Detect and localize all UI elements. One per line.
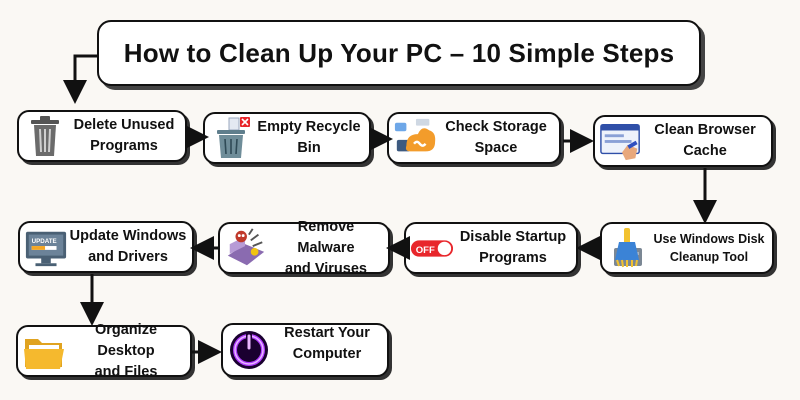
step-remove-malware-and-viruses: Remove Malware and Viruses <box>218 219 390 277</box>
step-label: Update Windows and Drivers <box>69 228 187 265</box>
step-label: Restart Your Computer <box>284 325 370 362</box>
step-restart-your-computer: Restart Your Computer <box>221 323 389 377</box>
step-use-windows-disk-cleanup-tool: Use Windows Disk Cleanup Tool <box>600 222 774 274</box>
step-label: Delete Unused Programs <box>73 117 175 154</box>
browser-cleaning-icon <box>599 119 643 163</box>
page-title: How to Clean Up Your PC – 10 Simple Step… <box>123 37 675 68</box>
disk-cleanup-brush-icon <box>606 226 650 270</box>
folder-icon <box>22 329 66 373</box>
step-label: Disable Startup Programs <box>459 229 567 266</box>
step-disable-startup-programs: OFF Disable Startup Programs <box>404 222 578 274</box>
update-monitor-icon: UPDATE <box>24 225 68 269</box>
recycle-bin-icon <box>209 116 253 160</box>
step-label: Use Windows Disk Cleanup Tool <box>653 232 765 264</box>
step-check-storage-space: Check Storage Space <box>387 112 561 164</box>
off-toggle-icon: OFF <box>410 226 454 270</box>
trash-bin-icon <box>23 114 67 158</box>
step-organize-desktop-and-files: Organize Desktop and Files <box>16 322 192 380</box>
title-box: How to Clean Up Your PC – 10 Simple Step… <box>97 20 701 86</box>
step-label: Empty Recycle Bin <box>257 119 361 156</box>
step-empty-recycle-bin: Empty Recycle Bin <box>203 112 371 164</box>
power-button-icon <box>227 328 271 372</box>
step-label: Check Storage Space <box>445 119 547 156</box>
malware-icon <box>224 226 268 270</box>
step-clean-browser-cache: Clean Browser Cache <box>593 115 773 167</box>
step-label: Organize Desktop and Files <box>94 321 158 380</box>
toggle-text: OFF <box>416 245 435 256</box>
step-update-windows-and-drivers: UPDATE Update Windows and Drivers <box>18 221 194 273</box>
step-label: Remove Malware and Viruses <box>285 218 367 277</box>
arrow-title-to-step1 <box>63 54 97 104</box>
update-text: UPDATE <box>32 238 57 245</box>
cloud-storage-icon <box>393 116 437 160</box>
step-delete-unused-programs: Delete Unused Programs <box>17 110 187 162</box>
step-label: Clean Browser Cache <box>654 122 756 159</box>
